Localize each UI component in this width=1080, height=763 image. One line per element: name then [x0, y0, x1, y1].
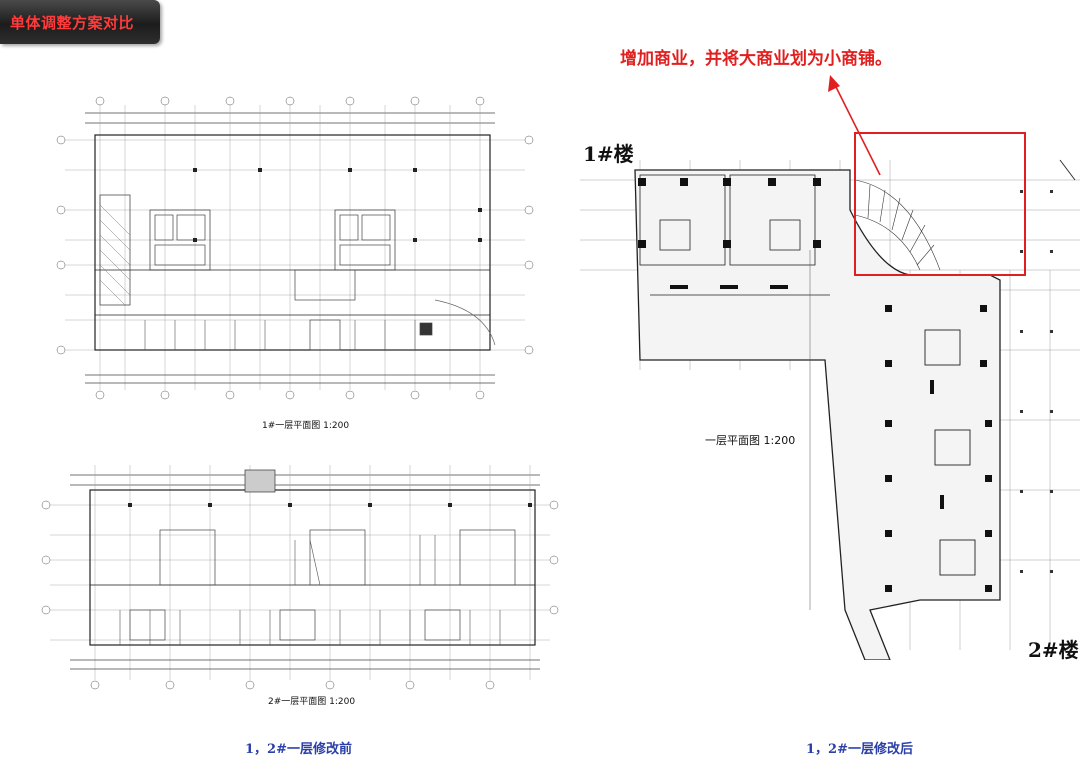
page-title: 单体调整方案对比 [10, 14, 135, 32]
title-bar: 单体调整方案对比 [0, 0, 160, 44]
caption-before: 1，2#一层修改前 [245, 742, 352, 757]
building-2-label: 2#楼 [1028, 638, 1079, 662]
building-1-label: 1#楼 [583, 142, 634, 166]
caption-after: 1，2#一层修改后 [806, 742, 913, 757]
plan-2-before [40, 445, 560, 695]
plan-2-before-drawing [41, 465, 559, 690]
plan-2-before-title: 2#一层平面图 1:200 [268, 697, 356, 707]
plan-after-drawing [580, 159, 1080, 660]
plan-1-before-title: 1#一层平面图 1:200 [262, 421, 350, 431]
plan-1-before-drawing [56, 96, 534, 400]
annotation-arrowhead [828, 75, 840, 92]
plan-after-title: 一层平面图 1:200 [705, 434, 796, 447]
annotation-text: 增加商业，并将大商业划为小商铺。 [620, 49, 892, 69]
plan-1-before [55, 95, 535, 405]
plan-after [580, 130, 1080, 660]
